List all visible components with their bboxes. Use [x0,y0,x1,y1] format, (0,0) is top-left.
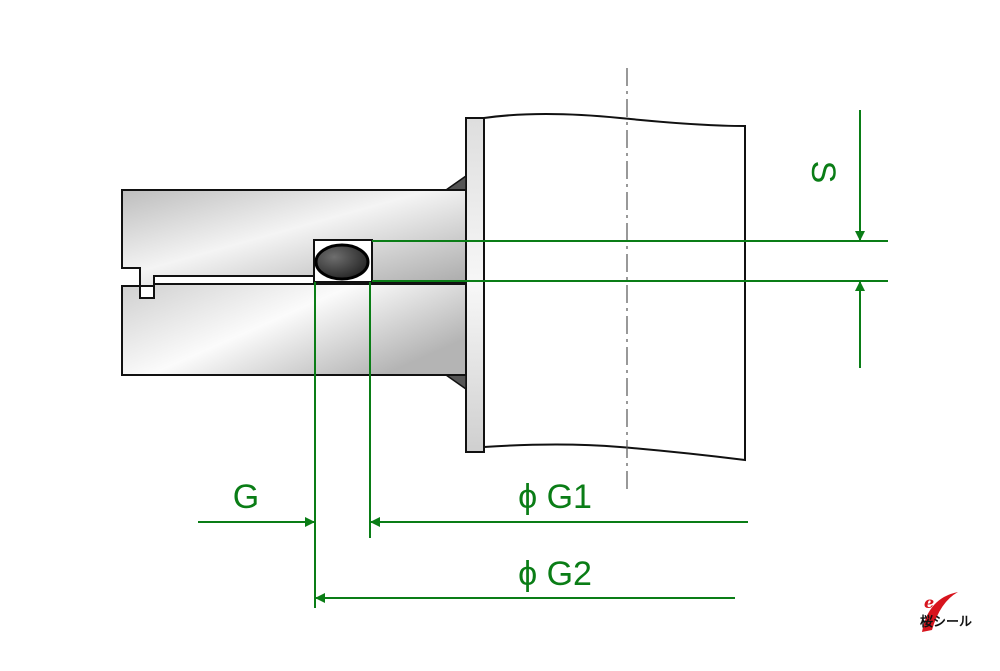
logo-swoosh-icon [922,592,958,632]
flange-fillet-bottom [443,374,467,391]
label-phi-g2: ϕ G2 [518,555,592,593]
shaft-body [483,113,746,462]
oring-groove [313,239,373,283]
flange-plate [465,117,485,453]
logo-text: 桜シール [920,614,972,630]
oring [314,243,370,281]
lower-housing [121,283,467,376]
flange-fillet-top [443,174,467,191]
lower-housing-body [121,283,467,376]
label-phi-g1: ϕ G1 [518,478,592,516]
label-s: S [804,161,842,184]
logo-mark: e [924,593,934,612]
upper-housing-body [121,189,467,287]
company-logo: e 桜シール [920,592,972,632]
label-g: G [233,478,259,516]
dimension-lines [198,110,888,608]
shaft [483,113,746,462]
upper-housing [121,189,467,287]
